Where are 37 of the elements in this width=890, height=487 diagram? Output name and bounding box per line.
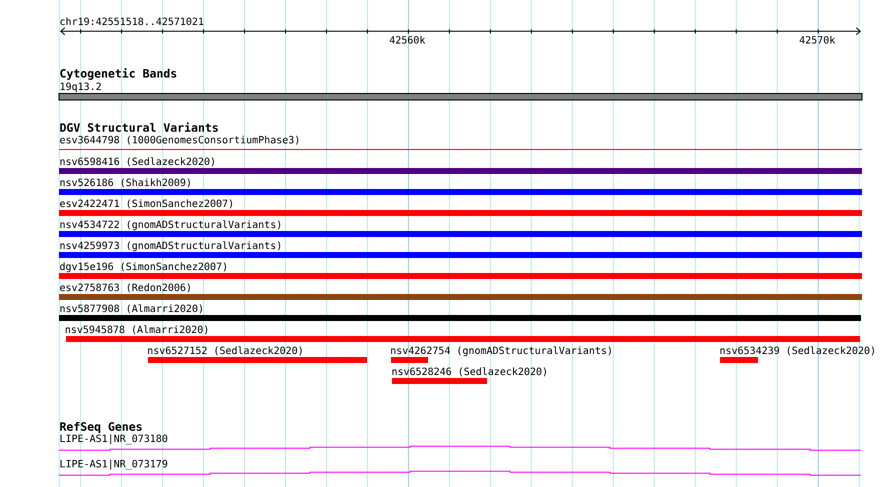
variant-bar: nsv526186 (Shaikh2009) xyxy=(59,178,862,195)
variant-line: esv3644798 (1000GenomesConsortiumPhase3) xyxy=(58,136,863,150)
node-label: nsv6527152 (Sedlazeck2020) xyxy=(148,346,302,356)
tick-label: 42570k xyxy=(800,36,836,44)
variant-bar: nsv5945878 (Almarri2020) xyxy=(66,325,860,342)
variant-bar: dgv15e196 (SimonSanchez2007) xyxy=(59,262,862,279)
variant-bar: nsv6598416 (Sedlazeck2020) xyxy=(59,157,862,174)
variant-bar: nsv6534239 (Sedlazeck2020) xyxy=(720,346,874,363)
node-label: esv2422471 (SimonSanchez2007) xyxy=(60,199,232,208)
gene-model: LIPE-AS1|NR_073179 xyxy=(58,460,862,476)
node-label: nsv6528246 (Sedlazeck2020) xyxy=(392,367,546,376)
node-label: nsv6534239 (Sedlazeck2020) xyxy=(720,346,874,356)
gene-model: LIPE-AS1|NR_073180 xyxy=(58,434,862,451)
variant-bar: esv2422471 (SimonSanchez2007) xyxy=(59,199,862,216)
track-heading: DGV Structural Variants xyxy=(60,122,218,132)
node-label: nsv4259973 (gnomADStructuralVariants) xyxy=(60,241,280,252)
cytoband-bar: 19q13.2 xyxy=(58,82,863,100)
node-label: nsv6598416 (Sedlazeck2020) xyxy=(60,157,214,166)
node-label: nsv4262754 (gnomADStructuralVariants) xyxy=(391,346,611,356)
track-heading: RefSeq Genes xyxy=(60,422,142,434)
node-label: nsv5877908 (Almarri2020) xyxy=(60,304,202,314)
variant-bar: nsv4259973 (gnomADStructuralVariants) xyxy=(59,241,862,258)
node-label: nsv5945878 (Almarri2020) xyxy=(66,325,208,334)
variant-bar: nsv6528246 (Sedlazeck2020) xyxy=(392,367,546,384)
node-label: dgv15e196 (SimonSanchez2007) xyxy=(60,262,226,272)
tick-label: 42560k xyxy=(390,36,426,44)
variant-bar: nsv5877908 (Almarri2020) xyxy=(59,304,862,321)
node-label: 19q13.2 xyxy=(60,82,101,92)
node-label: esv2758763 (Redon2006) xyxy=(60,283,190,292)
variant-bar: nsv4262754 (gnomADStructuralVariants) xyxy=(391,346,611,363)
track-heading: Cytogenetic Bands xyxy=(60,68,176,80)
location-label: chr19:42551518..42571021 xyxy=(60,17,204,26)
node-label: nsv4534722 (gnomADStructuralVariants) xyxy=(60,220,280,230)
node-label: nsv526186 (Shaikh2009) xyxy=(60,178,190,188)
variant-bar: nsv6527152 (Sedlazeck2020) xyxy=(148,346,367,363)
variant-bar: nsv4534722 (gnomADStructuralVariants) xyxy=(59,220,862,237)
variant-bar: esv2758763 (Redon2006) xyxy=(59,283,862,300)
